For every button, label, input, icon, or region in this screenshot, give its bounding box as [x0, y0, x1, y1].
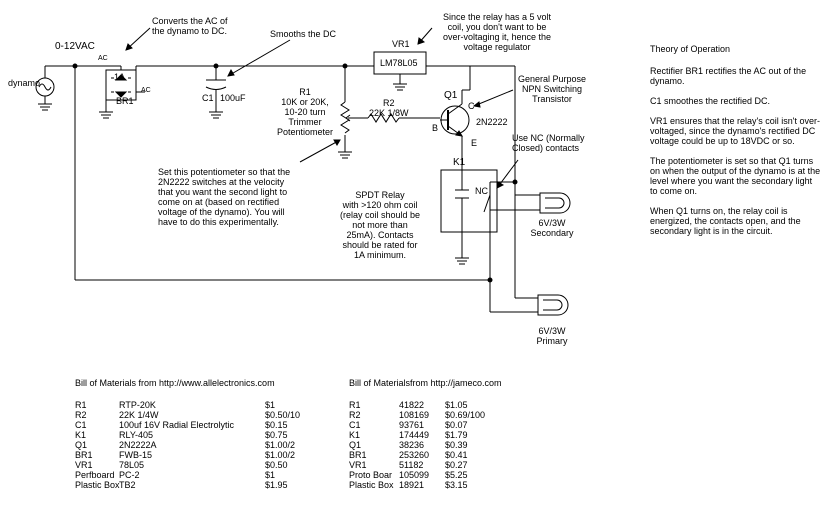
relay-note: SPDT Relay with >120 ohm coil (relay coi…: [339, 190, 421, 260]
transistor-note-arrow: [473, 89, 514, 107]
bom-jameco: Bill of Materialsfrom http://jameco.com …: [349, 378, 502, 490]
r1-desc-line-1: 10K or 20K,: [281, 97, 329, 107]
pot-note-arrow: [299, 139, 341, 163]
r1-desc-line-3: Trimmer: [288, 117, 322, 127]
vr1-ref-label: VR1: [392, 39, 410, 49]
cap-note-arrow: [227, 39, 291, 77]
primary-lamp-label: Primary: [536, 336, 568, 346]
bridge-note: Converts the AC of the dynamo to DC.: [152, 16, 228, 36]
c1-ref-label: C1: [202, 93, 214, 103]
pin-b-label: B: [432, 123, 439, 133]
sine-wave-glyph: [38, 83, 52, 91]
nc-label: NC: [475, 186, 488, 196]
bom-allelectronics: Bill of Materials from http://www.allele…: [75, 378, 301, 490]
bridge-ac-label-top: AC: [98, 55, 108, 62]
pin-c-label: C: [468, 101, 475, 111]
dynamo-label: dynamo: [8, 78, 41, 88]
nc-note: Use NC (Normally Closed) contacts: [512, 133, 585, 153]
bridge-ac-label-right: AC: [141, 87, 151, 94]
theory-heading: Theory of Operation: [650, 44, 731, 54]
pot-note: Set this potentiometer so that the 2N222…: [158, 167, 291, 227]
bom-jameco-title: Bill of Materialsfrom http://jameco.com: [349, 378, 502, 388]
secondary-lamp-symbol: [539, 192, 571, 214]
transistor-note: General Purpose NPN Switching Transistor: [517, 74, 587, 104]
regulator-note: Since the relay has a 5 volt coil, you d…: [442, 12, 552, 52]
bom-allelectronics-title: Bill of Materials from http://www.allele…: [75, 378, 275, 388]
r1-ref-label: R1: [299, 87, 311, 97]
vr1-part-label: LM78L05: [380, 58, 418, 68]
nc-contact-arm: [483, 194, 491, 213]
theory-paragraph: When Q1 turns on, the relay coil is ener…: [650, 206, 801, 236]
r2-value-label: 22K 1/8W: [369, 108, 409, 118]
theory-of-operation: Theory of Operation Rectifier BR1 rectif…: [650, 44, 822, 246]
primary-lamp-symbol: [537, 294, 569, 316]
theory-paragraph: C1 smoothes the rectified DC.: [650, 96, 771, 106]
r1-potentiometer-symbol: [340, 101, 350, 134]
bridge-rating-label: 1A: [114, 72, 126, 82]
k1-relay-box: [440, 169, 498, 233]
supply-voltage-label: 0-12VAC: [55, 41, 95, 52]
k1-ref-label: K1: [453, 157, 466, 168]
theory-paragraph: The potentiometer is set so that Q1 turn…: [650, 156, 821, 196]
q1-part-label: 2N2222: [476, 117, 508, 127]
c1-value-label: 100uF: [220, 93, 246, 103]
primary-lamp-rating: 6V/3W: [538, 326, 566, 336]
wiper-arrow: [345, 114, 351, 122]
cap-note: Smooths the DC: [270, 29, 337, 39]
pin-e-label: E: [471, 138, 478, 148]
theory-paragraph: VR1 ensures that the relay's coil isn't …: [650, 116, 821, 146]
bridge-ref-label: BR1: [116, 96, 134, 106]
theory-paragraph: Rectifier BR1 rectifies the AC out of th…: [650, 66, 807, 86]
r2-resistor-symbol: [367, 113, 400, 123]
secondary-lamp-rating: 6V/3W: [538, 218, 566, 228]
secondary-lamp-label: Secondary: [530, 228, 574, 238]
r2-ref-label: R2: [383, 98, 395, 108]
q1-ref-label: Q1: [444, 90, 458, 101]
r1-desc-line-4: Potentiometer: [276, 127, 334, 137]
r1-desc-line-2: 10-20 turn: [284, 107, 326, 117]
